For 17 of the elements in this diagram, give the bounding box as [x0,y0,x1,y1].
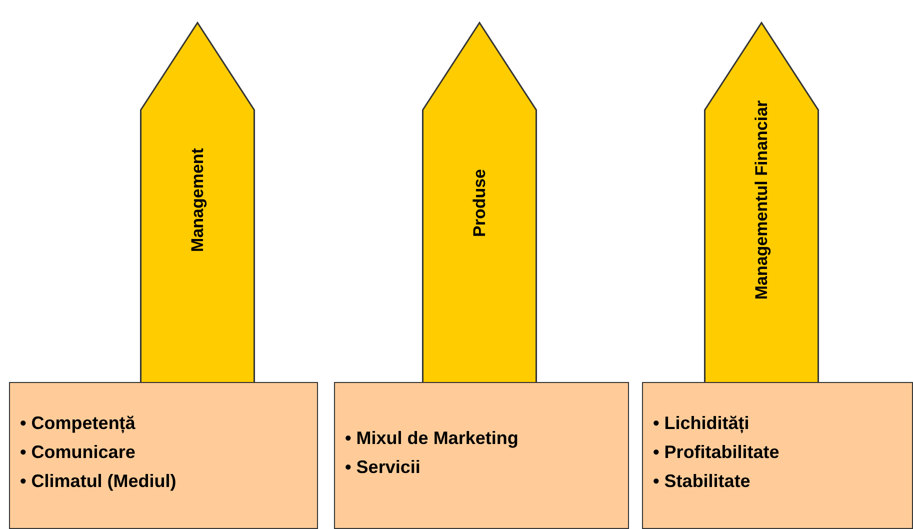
bullet-item: • Profitabilitate [653,441,780,464]
bullet-item: • Servicii [345,456,422,478]
bullet-item: • Lichidități [653,412,750,436]
foundation-box [9,382,318,529]
foundation-box [642,382,913,529]
bullet-item: • Stabilitate [653,470,752,493]
bullet-item: • Mixul de Marketing [345,426,518,450]
bullet-item: • Climatul (Mediul) [20,470,176,493]
pillar-arrow [704,22,819,385]
bullet-item: • Competență [20,412,136,436]
bullet-item: • Comunicare [20,441,136,464]
pillar-label: Managementul Financiar [752,100,772,300]
foundation-box [334,382,629,529]
pillar-arrow [422,22,537,385]
pillar-label: Management [188,148,208,252]
pillar-arrow [140,22,255,385]
pillar-label: Produse [470,168,490,238]
